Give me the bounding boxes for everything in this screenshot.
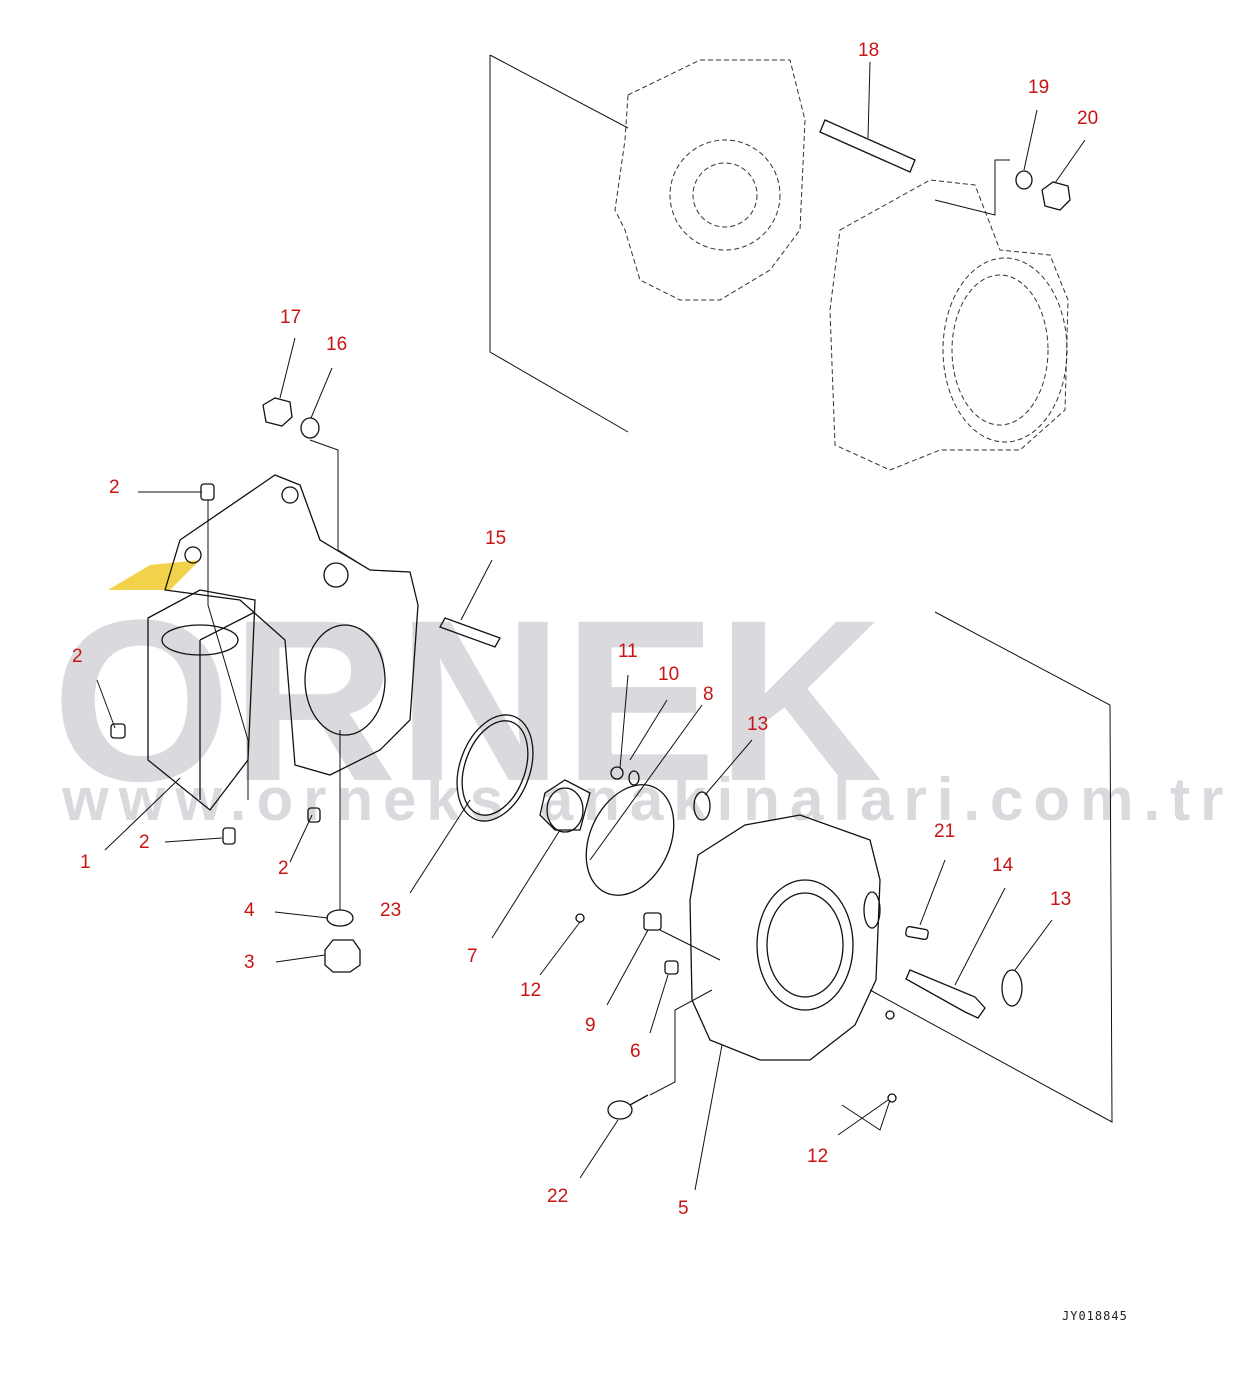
callout-8: 8 [703,684,714,705]
ghost-port-ring [669,139,781,251]
dot-12-b [885,1010,895,1020]
bolt-14 [905,969,986,1019]
o-ring-13-a [693,791,711,821]
leader-lines [96,61,1113,1191]
stud-18 [819,119,916,173]
callout-13: 13 [747,714,768,735]
nut-17 [262,397,293,427]
ghost-pump-cover [614,59,806,301]
callouts: 1 2 2 2 2 3 4 5 6 7 8 9 10 11 12 12 13 1… [72,40,1098,1219]
callout-17: 17 [280,307,301,328]
watermark-brand: ORNEK [52,572,883,829]
o-ring-13-b [1001,969,1023,1007]
callout-2: 2 [72,646,83,667]
o-ring-8 [585,784,675,896]
end-cover-5 [689,814,881,1061]
watermark-logo-swoosh [108,560,200,590]
callout-21: 21 [934,821,955,842]
callout-10: 10 [658,664,679,685]
plug-6 [664,960,679,975]
callout-18: 18 [858,40,879,61]
callout-16: 16 [326,334,347,355]
watermark-url: www.orneks anakinalari.com.tr [61,766,1233,833]
ghost-flange-ring [942,257,1068,443]
plug-2-left [110,723,126,739]
reference-assembly [489,54,1069,471]
nut-20 [1041,181,1071,211]
callout-9: 9 [585,1015,596,1036]
washer-19 [1015,170,1033,190]
washer-16 [300,417,320,439]
callout-11: 11 [618,641,638,662]
seal-ring-23 [456,714,534,822]
plug-2-bottom [222,827,236,845]
callout-2: 2 [139,832,150,853]
callout-20: 20 [1077,108,1098,129]
callout-1: 1 [80,852,91,873]
callout-7: 7 [467,946,478,967]
callout-15: 15 [485,528,506,549]
callout-13: 13 [1050,889,1071,910]
callout-4: 4 [244,900,255,921]
callout-6: 6 [630,1041,641,1062]
dowel-9 [643,912,662,931]
bearing-7 [539,779,591,831]
pin-21 [905,925,929,941]
plug-2-mid [307,807,321,823]
plug-2-top [200,483,215,501]
washer-11 [610,766,624,780]
callout-14: 14 [992,855,1014,876]
watermark: ORNEK www.orneks anakinalari.com.tr [52,560,1233,833]
o-ring-10 [628,770,640,786]
eye-bolt-22 [607,1100,633,1120]
callout-2: 2 [109,477,120,498]
callout-5: 5 [678,1198,689,1219]
callout-2: 2 [278,858,289,879]
end-cover-bore [756,879,854,1011]
callout-22: 22 [547,1186,568,1207]
callout-12: 12 [807,1146,828,1167]
pump-bracket [164,474,419,776]
callout-3: 3 [244,952,255,973]
dot-12-a [575,913,585,923]
drawing-code: JY018845 [1062,1309,1128,1323]
ghost-gear-housing [829,179,1069,471]
plug-3 [324,939,361,973]
bracket-bore [304,624,386,736]
dot-12-c [887,1093,897,1103]
callout-19: 19 [1028,77,1049,98]
o-ring-4 [326,909,354,927]
callout-23: 23 [380,900,401,921]
callout-12: 12 [520,980,541,1001]
stud-15 [439,617,501,648]
